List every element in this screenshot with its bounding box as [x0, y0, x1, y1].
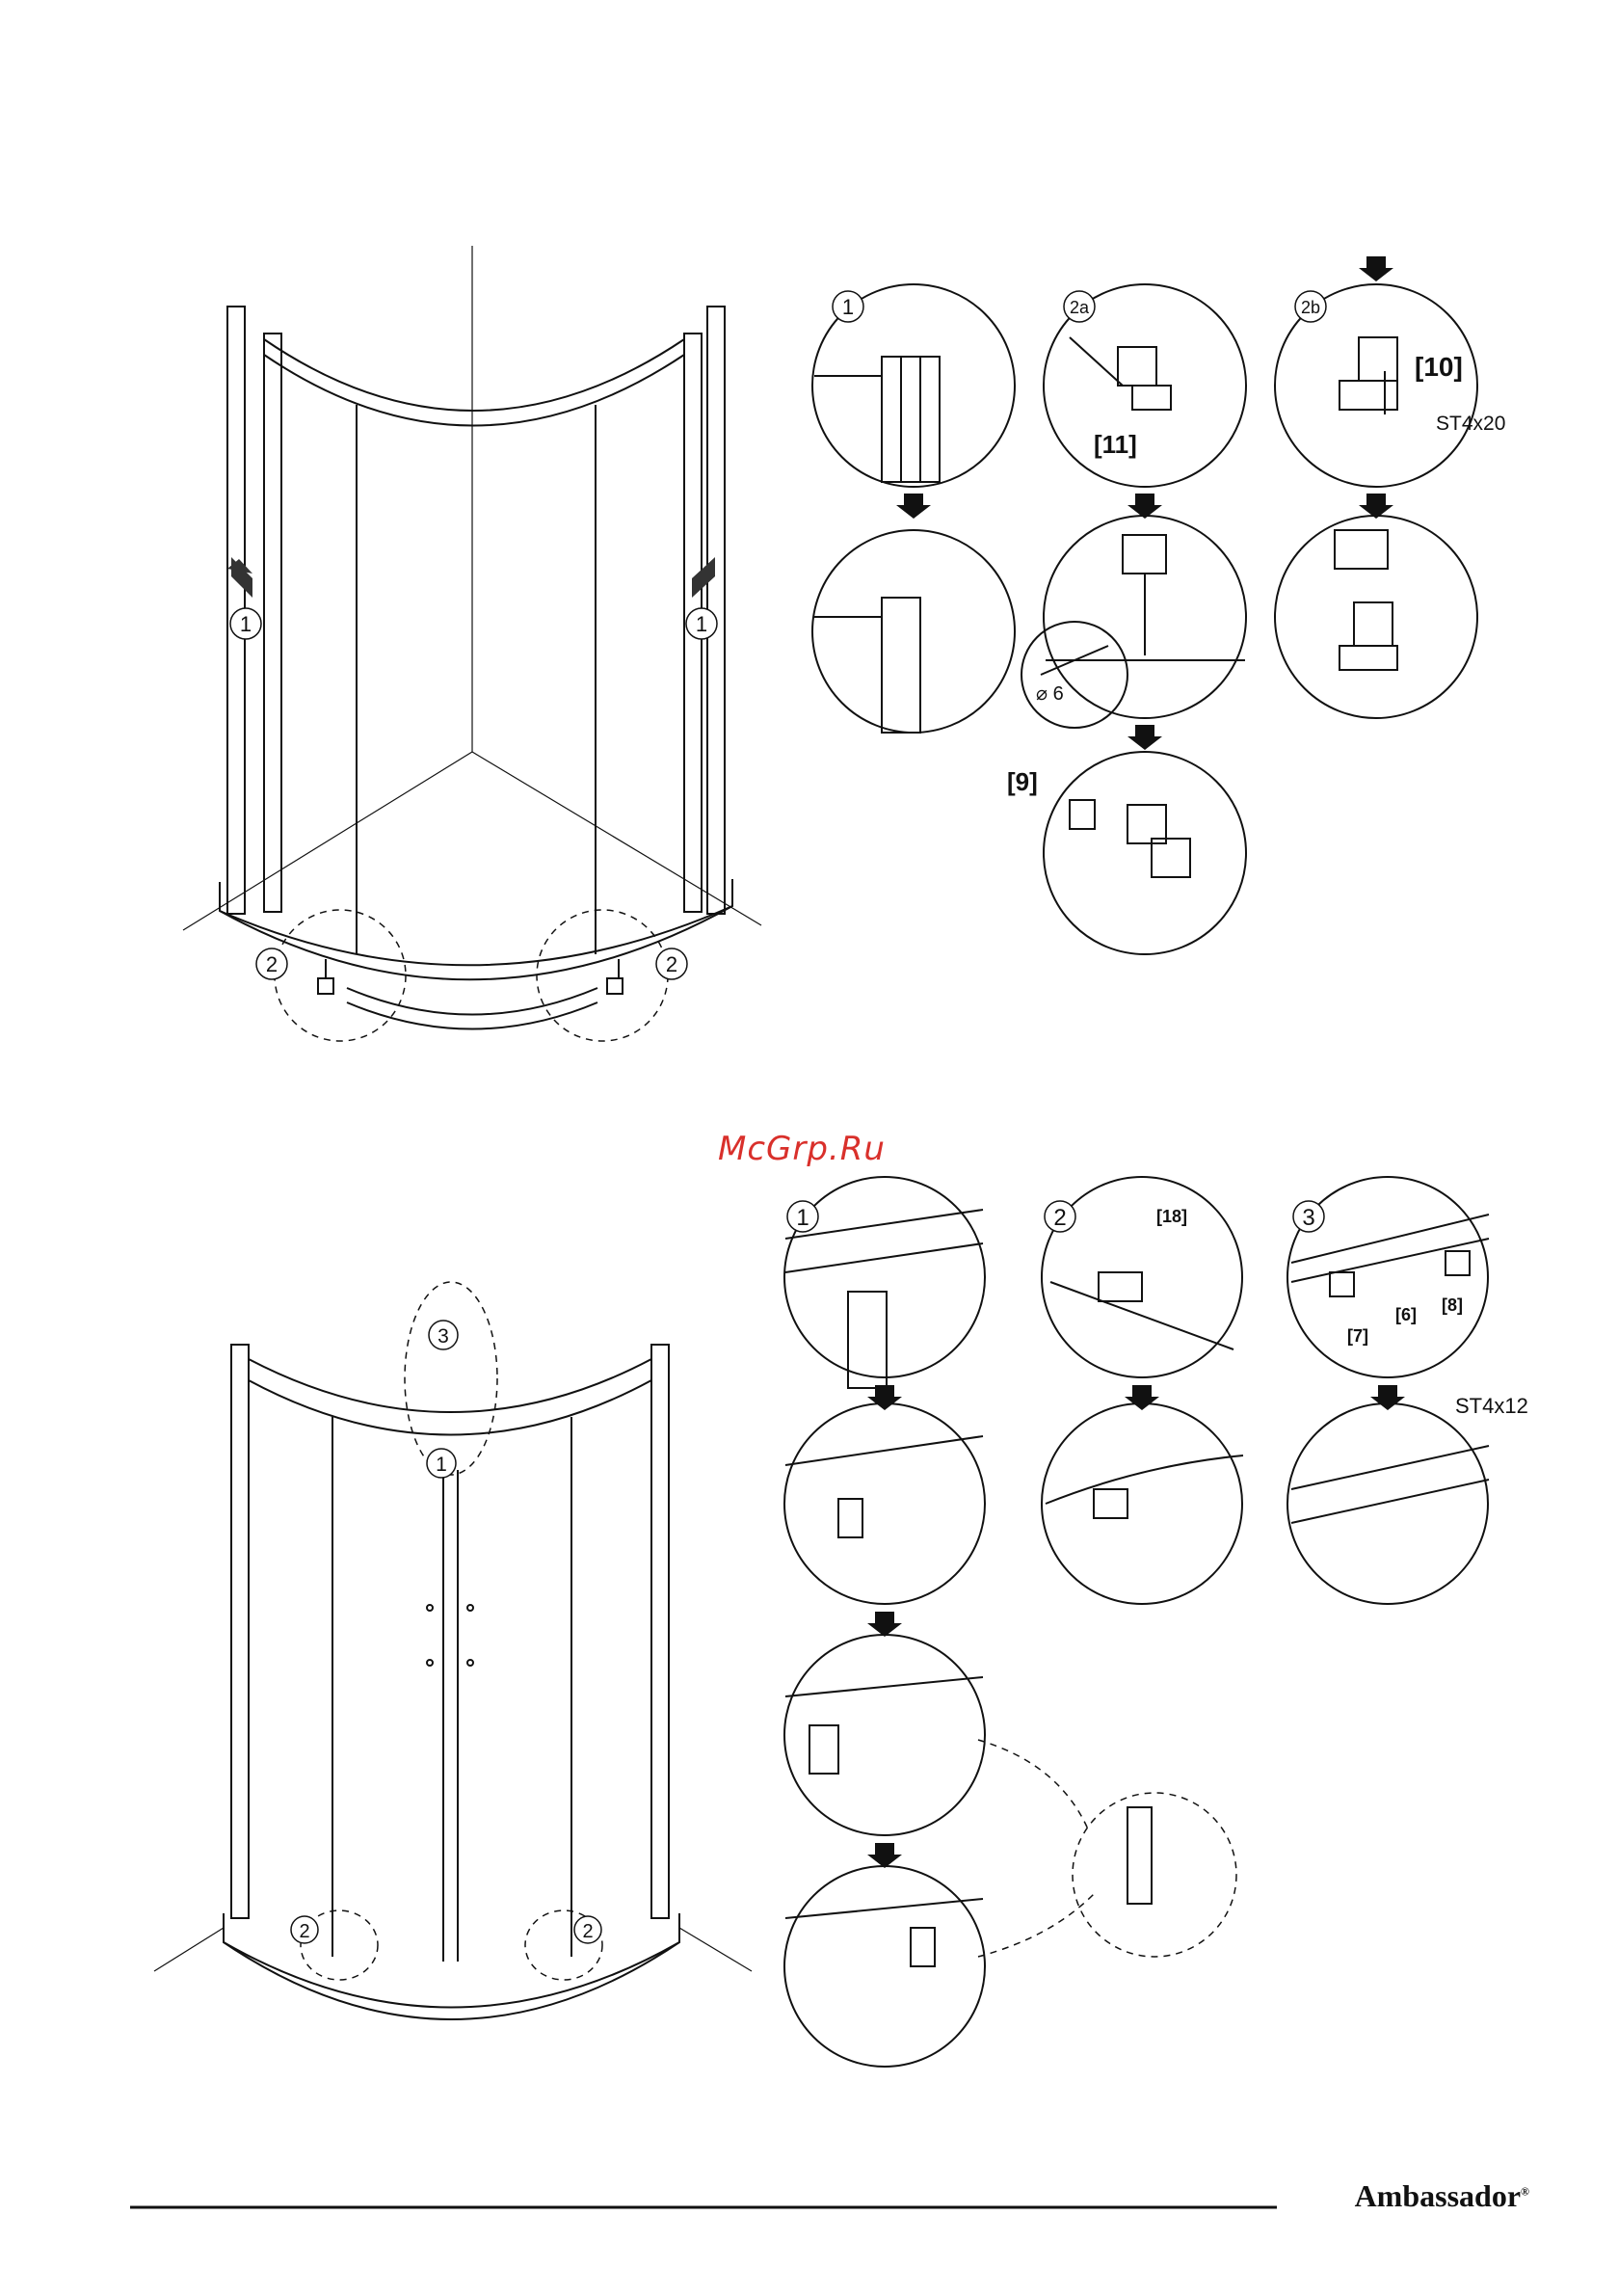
callout-2-left-bottom: 2	[299, 1921, 309, 1942]
enclosure-overview-1	[183, 246, 761, 1041]
part-10-label: [10]	[1415, 352, 1463, 382]
step-2a-number: 2a	[1070, 298, 1090, 317]
callout-2-right: 2	[666, 952, 677, 976]
s2-step-1-number: 1	[796, 1205, 809, 1231]
detail-circles-section1	[812, 284, 1477, 954]
screw-st4x20-label: ST4x20	[1436, 413, 1505, 435]
enclosure-overview-2	[154, 1282, 752, 2019]
part-18-label: [18]	[1156, 1207, 1187, 1226]
brand-logo: Ambassador®	[1355, 2178, 1529, 2214]
callout-1-right: 1	[696, 612, 707, 636]
part-9-label: [9]	[1007, 767, 1038, 796]
part-6-label: [6]	[1395, 1305, 1417, 1324]
step-1-number: 1	[842, 295, 854, 319]
part-7-label: [7]	[1347, 1326, 1368, 1346]
callout-1-left: 1	[240, 612, 252, 636]
arrow-icon	[692, 557, 715, 598]
drill-size-label: ⌀ 6	[1036, 683, 1064, 705]
step-2b-number: 2b	[1301, 298, 1320, 317]
s2-step-3-number: 3	[1302, 1205, 1314, 1231]
callout-3-top: 3	[438, 1325, 449, 1348]
brand-name: Ambassador	[1355, 2178, 1521, 2213]
part-11-label: [11]	[1094, 430, 1137, 459]
brand-mark: ®	[1521, 2184, 1529, 2198]
callout-2-right-bottom: 2	[582, 1921, 593, 1942]
s2-step-2-number: 2	[1053, 1205, 1066, 1231]
watermark: McGrp.Ru	[718, 1130, 886, 1168]
part-8-label: [8]	[1442, 1295, 1463, 1315]
down-arrows-section1	[896, 256, 1393, 750]
screw-st4x12-label: ST4x12	[1455, 1394, 1528, 1418]
callout-2-left: 2	[266, 952, 278, 976]
callout-1-center: 1	[436, 1454, 447, 1476]
